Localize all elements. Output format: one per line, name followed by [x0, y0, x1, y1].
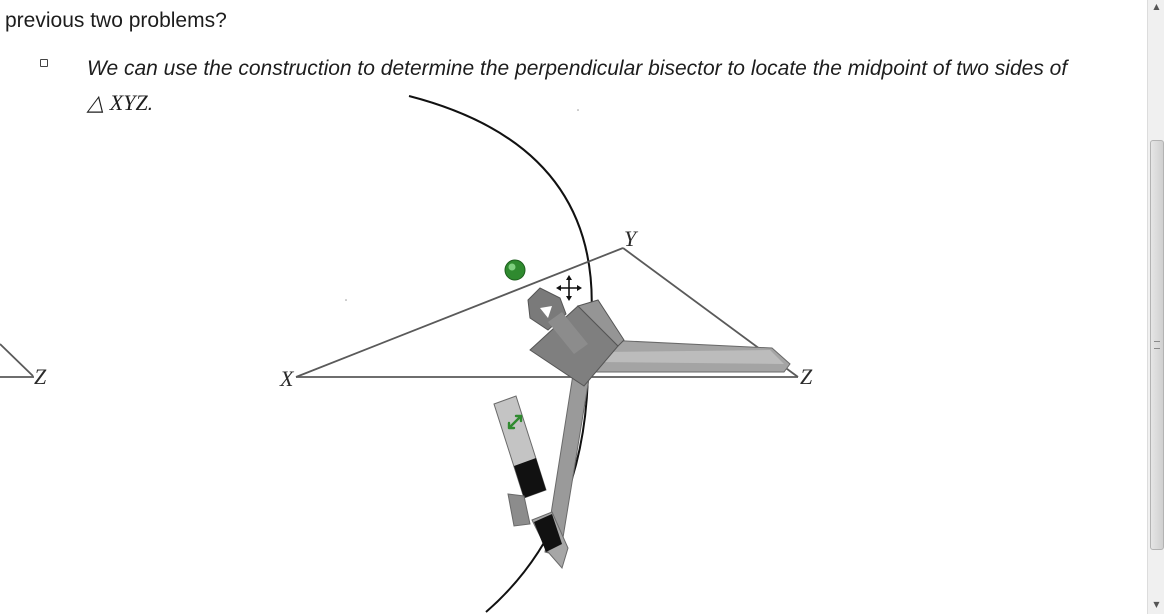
speck	[577, 109, 579, 111]
compass-tool[interactable]	[493, 287, 791, 570]
triangle-name: XYZ	[109, 90, 148, 115]
side-xy	[295, 247, 624, 378]
vertical-scrollbar[interactable]: ▲ ▼	[1147, 0, 1164, 614]
scrollbar-thumb[interactable]	[1150, 140, 1164, 550]
scroll-down-icon[interactable]: ▼	[1153, 600, 1160, 609]
grip-icon	[1154, 341, 1160, 349]
resize-arrow-icon[interactable]	[507, 414, 523, 430]
answer-text: We can use the construction to determine…	[87, 52, 1137, 121]
answer-text-before: We can use the construction to determine…	[87, 57, 1068, 80]
left-partial-triangle: Z	[0, 343, 47, 389]
triangle-symbol: △	[87, 90, 104, 115]
speck	[345, 299, 347, 301]
vertex-z-label: Z	[800, 364, 813, 389]
square-bullet-icon	[40, 59, 48, 67]
green-handle-icon[interactable]	[504, 259, 526, 281]
move-cursor-icon	[556, 275, 582, 301]
scroll-up-icon[interactable]: ▲	[1153, 2, 1160, 11]
answer-text-after: .	[147, 92, 154, 115]
question-tail-text: previous two problems?	[5, 9, 227, 32]
vertex-y-label: Y	[624, 226, 639, 251]
left-vertex-z-label: Z	[34, 364, 47, 389]
vertex-x-label: X	[279, 366, 295, 391]
